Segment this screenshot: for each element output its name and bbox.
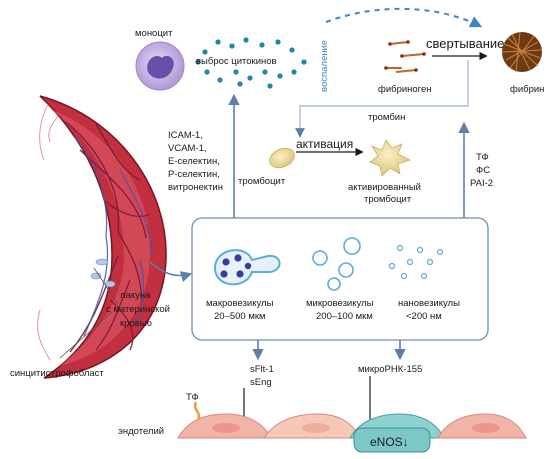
seng-label: sEng	[250, 377, 272, 388]
cytokine-release-label: выброс цитокинов	[196, 56, 277, 67]
activated-platelet-label-2: тромбоцит	[364, 194, 412, 205]
tf-endothelium-label: ТФ	[186, 392, 199, 403]
endothelium-layer	[177, 413, 527, 453]
lacuna-label-1: лакуна	[120, 290, 151, 301]
vesicle-panel	[191, 217, 489, 341]
sflt1-label: sFlt-1	[250, 364, 274, 375]
fibrinogen-label: фибриноген	[378, 84, 431, 95]
monocyte-cell	[135, 41, 185, 91]
activation-label: активация	[296, 137, 353, 151]
lacuna-label-2: с материнской	[106, 304, 170, 315]
macrovesicles-label: макровезикулы	[206, 298, 274, 309]
pai2-label: PAI-2	[470, 178, 493, 189]
ps-label: ФС	[476, 165, 490, 176]
inflammation-label: воспаление	[319, 40, 330, 92]
nanovesicles-label: нановезикулы	[398, 298, 460, 309]
syncytio-leader-line	[59, 311, 113, 359]
microvesicles-label: микровезикулы	[306, 298, 374, 309]
cytokine-dots	[195, 37, 307, 89]
platelet-label: тромбоцит	[238, 176, 286, 187]
macrovesicles-size: 20–500 мкм	[214, 311, 266, 322]
adhesion-label-1: ICAM-1,	[168, 130, 203, 141]
microvesicle-illustration	[312, 237, 361, 291]
enos-label: eNOS↓	[370, 435, 409, 449]
platelet-cell	[269, 147, 295, 169]
adhesion-label-3: Е-селектин,	[168, 156, 220, 167]
coagulation-label: свертывание	[426, 36, 504, 51]
fibrin-mesh	[501, 31, 543, 73]
thrombin-connector	[295, 60, 469, 138]
activated-platelet-label-1: активированный	[348, 182, 421, 193]
adhesion-label-4: Р-селектин,	[168, 169, 220, 180]
fibrinogen-strands	[384, 40, 426, 73]
activated-platelet-cell	[369, 139, 412, 177]
inflammation-dashed-arrow	[325, 7, 483, 28]
monocyte-label: моноцит	[135, 28, 173, 39]
nanovesicle-illustration	[388, 244, 444, 280]
tf-label: ТФ	[476, 152, 489, 163]
adhesion-label-2: VCAM-1,	[168, 143, 207, 154]
placenta-illustration	[37, 95, 167, 379]
endothelium-label: эндотелий	[118, 426, 164, 437]
syncytiotrophoblast-label: синцитиотрофобласт	[10, 368, 104, 379]
fibrin-label: фибрин	[510, 84, 544, 95]
lacuna-leader-line	[93, 267, 119, 305]
microvesicles-size: 200–100 мкм	[316, 311, 373, 322]
thrombin-label: тромбин	[368, 112, 405, 123]
adhesion-label-5: витронектин	[168, 182, 223, 193]
lacuna-label-3: кровью	[120, 318, 152, 329]
macrovesicle-illustration	[213, 249, 281, 286]
tissue-factor-icon	[193, 401, 201, 421]
placenta-to-vesicles-arrow	[149, 261, 193, 282]
nanovesicles-size: <200 нм	[406, 311, 442, 322]
mirna-label: микроРНК-155	[358, 364, 422, 375]
